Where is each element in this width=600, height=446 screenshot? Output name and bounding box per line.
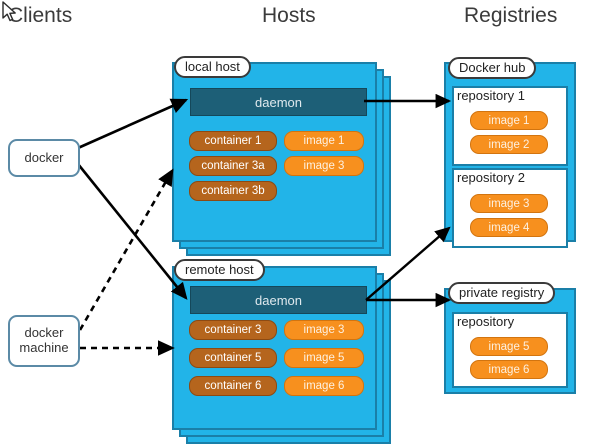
container-pill[interactable]: container 5 (189, 348, 277, 368)
image-pill[interactable]: image 3 (284, 320, 364, 340)
arrow-dockermachine-to-local-host (78, 168, 174, 331)
daemon-remote-host[interactable]: daemon (190, 286, 367, 314)
image-pill[interactable]: image 5 (284, 348, 364, 368)
repository-1-label: repository 1 (457, 88, 525, 103)
column-heading-registries: Registries (464, 4, 558, 27)
column-heading-hosts: Hosts (262, 4, 316, 27)
image-pill[interactable]: image 1 (284, 131, 364, 151)
repository-private-label: repository (457, 314, 515, 329)
image-pill[interactable]: image 6 (470, 360, 548, 379)
container-pill[interactable]: container 3 (189, 320, 277, 340)
container-pill[interactable]: container 1 (189, 131, 277, 151)
repository-2-label: repository 2 (457, 170, 525, 185)
column-heading-clients: Clients (8, 4, 73, 27)
image-pill[interactable]: image 5 (470, 337, 548, 356)
arrow-docker-to-local-daemon (77, 98, 189, 150)
container-pill[interactable]: container 3b (189, 181, 277, 201)
image-pill[interactable]: image 2 (470, 135, 548, 154)
image-pill[interactable]: image 1 (470, 111, 548, 130)
client-docker[interactable]: docker (8, 139, 80, 177)
image-pill[interactable]: image 3 (284, 156, 364, 176)
daemon-local-host[interactable]: daemon (190, 88, 367, 116)
image-pill[interactable]: image 6 (284, 376, 364, 396)
client-docker-label: docker (24, 149, 64, 165)
container-pill[interactable]: container 6 (189, 376, 277, 396)
arrow-docker-to-remote-daemon (76, 163, 188, 300)
image-pill[interactable]: image 4 (470, 218, 548, 237)
registry-private-registry-tab: private registry (448, 282, 556, 304)
registry-docker-hub-tab: Docker hub (448, 57, 537, 79)
host-remote-host-tab: remote host (174, 259, 265, 281)
host-local-host-tab: local host (174, 56, 251, 78)
image-pill[interactable]: image 3 (470, 194, 548, 213)
mouse-pointer-icon (2, 1, 16, 22)
container-pill[interactable]: container 3a (189, 156, 277, 176)
